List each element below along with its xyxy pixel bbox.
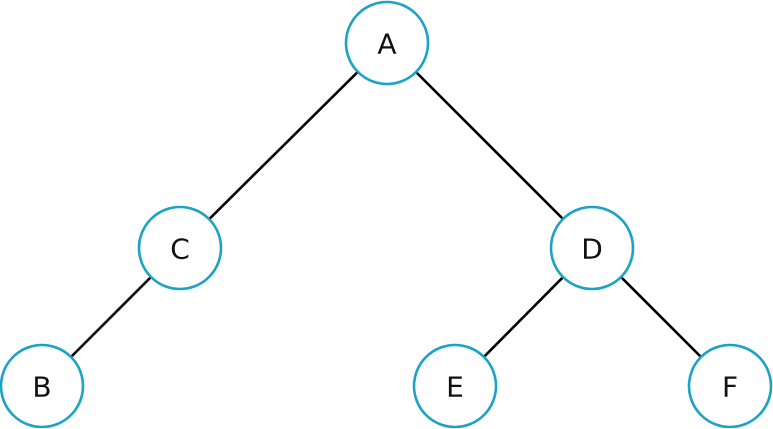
node-circle xyxy=(344,0,430,86)
node-circle xyxy=(0,343,85,429)
node-circle xyxy=(412,343,498,429)
node-circle xyxy=(687,343,773,429)
node-label: A xyxy=(377,28,396,61)
tree-edges xyxy=(70,70,702,358)
node-circle xyxy=(137,205,223,291)
node-b: B xyxy=(0,343,85,429)
node-label: F xyxy=(722,371,738,404)
node-label: C xyxy=(170,233,190,266)
node-label: E xyxy=(446,371,464,404)
edge-a-c xyxy=(208,70,359,221)
edge-c-b xyxy=(70,276,152,358)
node-label: D xyxy=(581,233,603,266)
edge-d-e xyxy=(482,276,565,358)
edge-d-f xyxy=(620,276,702,358)
node-e: E xyxy=(412,343,498,429)
node-d: D xyxy=(549,205,635,291)
node-label: B xyxy=(32,371,51,404)
edge-a-d xyxy=(415,71,564,220)
node-circle xyxy=(549,205,635,291)
node-c: C xyxy=(137,205,223,291)
node-f: F xyxy=(687,343,773,429)
node-a: A xyxy=(344,0,430,86)
